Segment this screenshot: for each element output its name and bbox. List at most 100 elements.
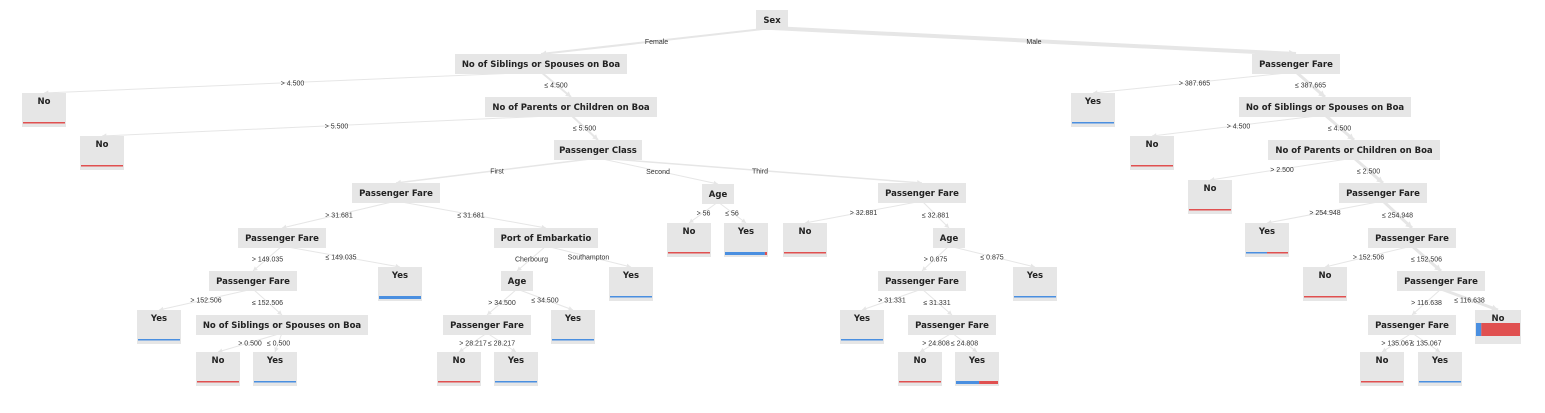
edge-arrow-icon xyxy=(689,218,694,223)
leaf-node-yes[interactable]: Yes xyxy=(253,352,297,386)
leaf-node-no[interactable]: No xyxy=(1130,136,1174,170)
edge-label: ≤ 0.875 xyxy=(980,255,1003,262)
leaf-node-yes[interactable]: Yes xyxy=(840,310,884,344)
edge-m_fare2-to-m_fare3 xyxy=(1381,199,1414,230)
leaf-node-yes[interactable]: Yes xyxy=(378,267,422,301)
class-bar-yes xyxy=(725,252,765,255)
leaf-node-yes[interactable]: Yes xyxy=(1245,223,1289,257)
edge-f_pclass-to-f_fare1 xyxy=(395,157,599,184)
edge-arrow-icon xyxy=(1412,310,1417,315)
node-label: Passenger Fare xyxy=(450,321,524,331)
node-box xyxy=(1252,54,1340,74)
node-box xyxy=(494,228,598,248)
edge-label: > 149.035 xyxy=(252,257,283,264)
split-node-passenger-fare[interactable]: Passenger Fare xyxy=(908,315,996,335)
leaf-node-yes[interactable]: Yes xyxy=(724,223,768,257)
leaf-node-no[interactable]: No xyxy=(783,223,827,257)
edge-label: ≤ 116.638 xyxy=(1454,298,1485,305)
edge-f_fare5-to-f_no_h xyxy=(804,200,923,224)
split-node-passenger-fare[interactable]: Passenger Fare xyxy=(1368,315,1456,335)
edge-f_sib-to-f_par xyxy=(540,71,572,98)
edge-label: ≤ 4.500 xyxy=(1328,126,1351,133)
split-node-no-of-parents-or-children-on-boa[interactable]: No of Parents or Children on Boa xyxy=(1268,140,1440,160)
edge-m_fare3-to-m_no3 xyxy=(1324,245,1413,268)
node-box xyxy=(702,184,734,204)
leaf-node-yes[interactable]: Yes xyxy=(609,267,653,301)
split-node-passenger-fare[interactable]: Passenger Fare xyxy=(878,271,966,291)
split-node-passenger-fare[interactable]: Passenger Fare xyxy=(352,183,440,203)
edge-m_fare1-to-m_sib xyxy=(1295,70,1326,99)
split-node-port-of-embarkatio[interactable]: Port of Embarkatio xyxy=(494,228,598,248)
node-box xyxy=(1368,315,1456,335)
edge-m_sib-to-m_no1 xyxy=(1151,114,1326,137)
edge-f_fare4-to-f_no_f xyxy=(458,332,488,353)
edge-label: Female xyxy=(645,39,668,46)
edge-f_fare4-to-f_yes_f xyxy=(486,332,517,353)
node-label: No of Siblings or Spouses on Boa xyxy=(1246,103,1405,113)
leaf-node-no[interactable]: No xyxy=(437,352,481,386)
class-bar-no xyxy=(979,381,998,384)
node-box xyxy=(724,223,768,257)
leaf-node-no[interactable]: No xyxy=(22,93,66,127)
split-node-passenger-fare[interactable]: Passenger Fare xyxy=(1397,271,1485,291)
split-node-passenger-fare[interactable]: Passenger Fare xyxy=(238,228,326,248)
node-box xyxy=(1418,352,1462,386)
node-box xyxy=(1245,223,1289,257)
class-bar-no xyxy=(764,252,767,255)
node-box xyxy=(80,136,124,170)
leaf-node-no[interactable]: No xyxy=(667,223,711,257)
edge-f_age3-to-f_fare6 xyxy=(921,245,950,272)
leaf-node-no[interactable]: No xyxy=(80,136,124,170)
node-box xyxy=(1268,140,1440,160)
class-bar-no xyxy=(899,381,941,383)
leaf-node-no[interactable]: No xyxy=(1188,180,1232,214)
split-node-passenger-fare[interactable]: Passenger Fare xyxy=(878,183,966,203)
split-node-no-of-siblings-or-spouses-on-boa[interactable]: No of Siblings or Spouses on Boa xyxy=(455,54,627,74)
node-label: Sex xyxy=(763,16,781,26)
split-node-age[interactable]: Age xyxy=(702,184,734,204)
split-node-passenger-class[interactable]: Passenger Class xyxy=(554,140,642,160)
leaf-node-yes[interactable]: Yes xyxy=(494,352,538,386)
edge-f_fare7-to-f_no_k xyxy=(919,332,953,353)
node-label: No xyxy=(1146,140,1159,150)
split-node-passenger-fare[interactable]: Passenger Fare xyxy=(1339,183,1427,203)
leaf-node-yes[interactable]: Yes xyxy=(1418,352,1462,386)
split-node-age[interactable]: Age xyxy=(501,271,533,291)
leaf-node-yes[interactable]: Yes xyxy=(1013,267,1057,301)
leaf-node-no[interactable]: No xyxy=(1303,267,1347,301)
node-label: No xyxy=(683,227,696,237)
leaf-node-yes[interactable]: Yes xyxy=(955,352,999,386)
leaf-node-no[interactable]: No xyxy=(196,352,240,386)
node-box xyxy=(1397,271,1485,291)
split-node-sex[interactable]: Sex xyxy=(756,10,788,30)
leaf-node-no[interactable]: No xyxy=(1360,352,1404,386)
split-node-no-of-siblings-or-spouses-on-boa[interactable]: No of Siblings or Spouses on Boa xyxy=(196,315,368,335)
split-node-passenger-fare[interactable]: Passenger Fare xyxy=(1252,54,1340,74)
leaf-node-yes[interactable]: Yes xyxy=(1071,93,1115,127)
leaf-node-no[interactable]: No xyxy=(898,352,942,386)
edge-f_fare6-to-f_yes_i xyxy=(861,288,923,311)
edge-label: > 56 xyxy=(697,211,711,218)
split-node-passenger-fare[interactable]: Passenger Fare xyxy=(209,271,297,291)
edge-f_fare7-to-f_yes_k xyxy=(951,332,978,353)
class-bar-yes xyxy=(1476,323,1482,336)
class-bar-yes xyxy=(956,381,980,384)
node-box xyxy=(494,352,538,386)
leaf-node-yes[interactable]: Yes xyxy=(137,310,181,344)
leaf-node-yes[interactable]: Yes xyxy=(551,310,595,344)
node-label: No xyxy=(38,97,51,107)
node-label: Passenger Fare xyxy=(1375,234,1449,244)
edge-arrow-icon xyxy=(944,223,949,228)
node-label: Passenger Fare xyxy=(885,277,959,287)
split-node-no-of-parents-or-children-on-boa[interactable]: No of Parents or Children on Boa xyxy=(485,97,657,117)
split-node-passenger-fare[interactable]: Passenger Fare xyxy=(1368,228,1456,248)
split-node-passenger-fare[interactable]: Passenger Fare xyxy=(443,315,531,335)
node-label: Passenger Fare xyxy=(1375,321,1449,331)
class-bar-yes xyxy=(1014,296,1056,298)
split-node-no-of-siblings-or-spouses-on-boa[interactable]: No of Siblings or Spouses on Boa xyxy=(1239,97,1411,117)
edge-m_fare2-to-m_yes2 xyxy=(1266,200,1384,224)
split-node-age[interactable]: Age xyxy=(933,228,965,248)
edge-m_fare1-to-m_yes1 xyxy=(1092,71,1297,94)
edge-label: > 28.217 xyxy=(459,341,487,348)
leaf-node-no[interactable]: No xyxy=(1475,310,1521,344)
